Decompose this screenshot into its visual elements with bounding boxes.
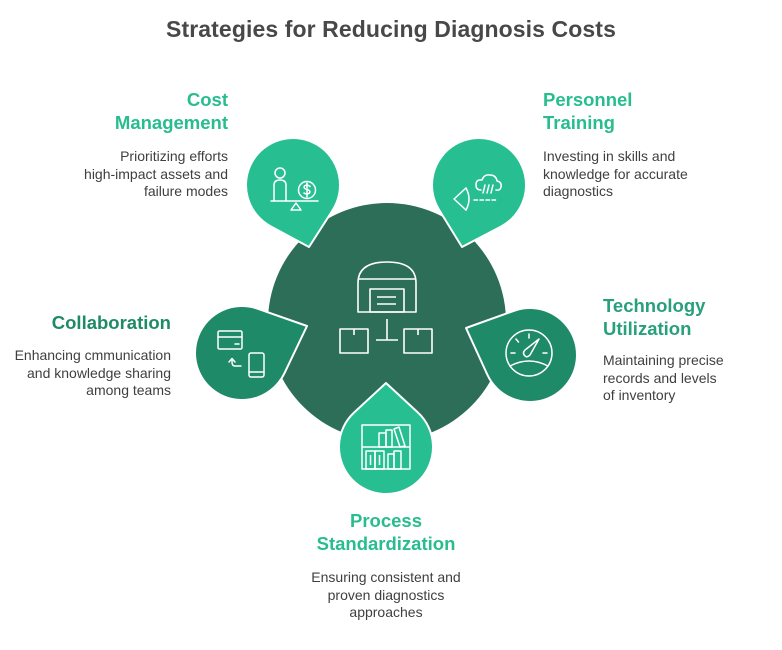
- strategy-heading: Personnel Training: [543, 89, 633, 133]
- speedometer-icon: [505, 329, 553, 377]
- strategy-heading: Cost Management: [114, 89, 228, 133]
- eye-rain-cloud-icon: [453, 174, 502, 211]
- strategy-description: Maintaining precise records and levels o…: [603, 352, 724, 403]
- card-to-phone-icon: [217, 330, 265, 378]
- petal-personnel-training: [431, 137, 527, 248]
- warehouse-distribution-icon: [339, 261, 433, 354]
- strategy-heading: Collaboration: [51, 312, 171, 333]
- diagram-title: Strategies for Reducing Diagnosis Costs: [166, 16, 616, 42]
- petal-technology-utilization: [465, 307, 578, 403]
- strategy-personnel-training: Personnel Training Investing in skills a…: [543, 88, 743, 201]
- strategy-heading: Process Standardization: [316, 510, 456, 554]
- strategy-collaboration: Collaboration Enhancing cmmunication and…: [0, 311, 171, 400]
- strategy-description: Ensuring consistent and proven diagnosti…: [311, 569, 461, 620]
- strategy-technology-utilization: Technology Utilization Maintaining preci…: [603, 294, 778, 405]
- strategy-description: Prioritizing efforts high-impact assets …: [84, 148, 228, 199]
- strategy-description: Enhancing cmmunication and knowledge sha…: [14, 347, 171, 398]
- bookshelf-icon: [361, 424, 411, 470]
- person-balance-dollar-icon: [270, 167, 319, 211]
- strategy-heading: Technology Utilization: [603, 295, 706, 339]
- strategy-process-standardization: Process Standardization Ensuring consist…: [280, 509, 492, 622]
- strategy-cost-management: Cost Management Prioritizing efforts hig…: [40, 88, 228, 201]
- strategy-description: Investing in skills and knowledge for ac…: [543, 148, 688, 199]
- petal-cost-management: [245, 137, 341, 248]
